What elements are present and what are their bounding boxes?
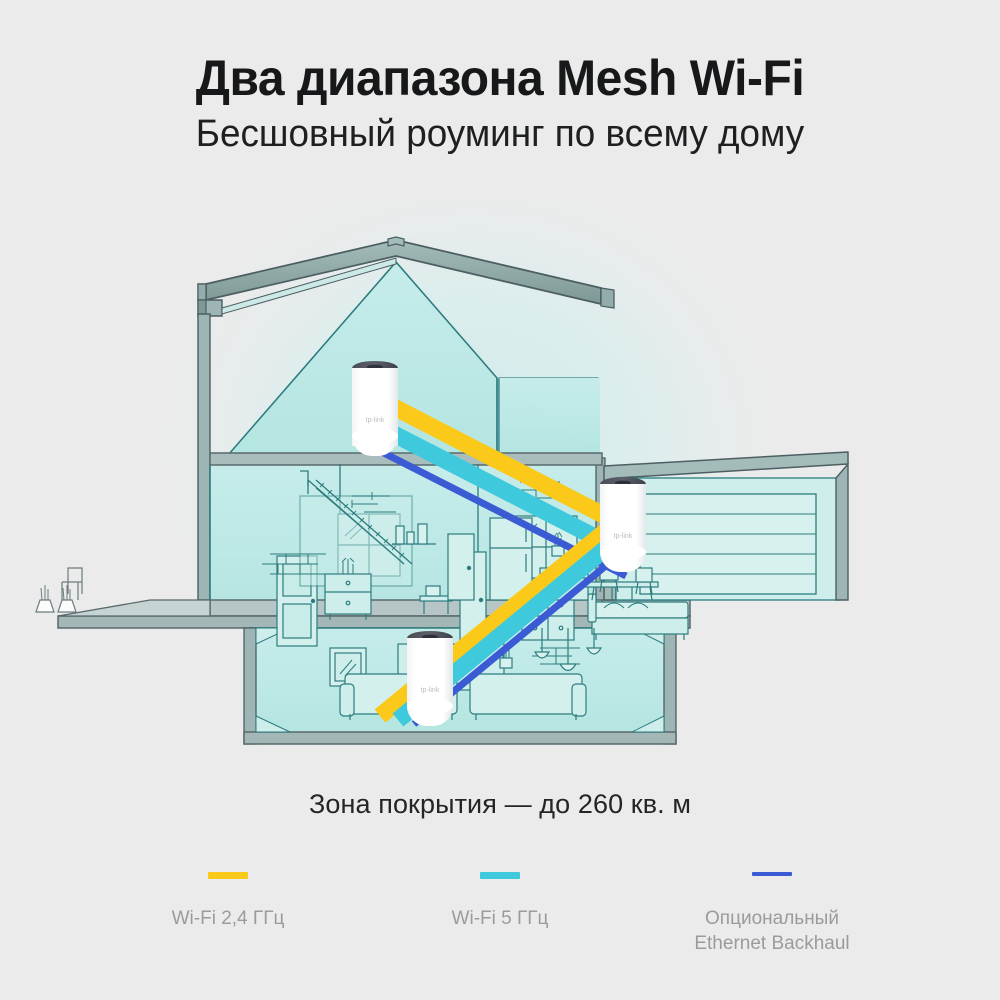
main-door (447, 533, 475, 601)
mesh-unit-basement[interactable]: tp-link (407, 631, 453, 726)
coverage-caption: Зона покрытия — до 260 кв. м (308, 789, 692, 819)
bed (587, 593, 689, 640)
roof (197, 236, 615, 601)
legend: Wi-Fi 2,4 ГГц Wi-Fi 5 ГГц Опциональный E… (0, 872, 1000, 982)
nightstand (324, 557, 372, 620)
deck-plants (35, 585, 77, 613)
side-deck (35, 567, 83, 613)
mesh-unit-attic[interactable]: tp-link (352, 361, 398, 456)
brick-pattern-upper (351, 492, 396, 513)
legend-swatch-wifi-24 (208, 872, 248, 879)
staircase (299, 470, 413, 587)
mesh-unit-main-logo: tp-link (614, 533, 633, 540)
legend-item-wifi-5: Wi-Fi 5 ГГц (364, 872, 636, 931)
page-title: Два диапазона Mesh Wi-Fi (195, 50, 805, 106)
legend-item-wifi-24: Wi-Fi 2,4 ГГц (92, 872, 364, 931)
mesh-unit-basement-logo: tp-link (421, 687, 440, 694)
deck-chair (61, 567, 83, 600)
attic-floor (221, 260, 600, 465)
house-cutaway-illustration: tp-link tp-link tp-link (0, 196, 1000, 766)
garage (603, 451, 849, 601)
sofa-right (469, 673, 587, 720)
legend-swatch-wifi-5 (480, 872, 520, 879)
header: Два диапазона Mesh Wi-Fi Бесшовный роуми… (0, 0, 1000, 154)
mesh-unit-main[interactable]: tp-link (600, 477, 646, 572)
legend-label-wifi-5: Wi-Fi 5 ГГц (451, 908, 549, 929)
legend-label-wifi-24: Wi-Fi 2,4 ГГц (171, 908, 285, 929)
legend-item-ethernet: Опциональный Ethernet Backhaul (636, 872, 908, 957)
legend-label-ethernet: Опциональный Ethernet Backhaul (694, 908, 850, 955)
brick-pattern-lower (262, 553, 326, 575)
main-floor-furniture (262, 470, 659, 620)
pendant-lamps (533, 628, 603, 672)
beam-2.4ghz-attic-to-main (388, 398, 644, 542)
garage-door (639, 493, 817, 595)
page-subtitle: Бесшовный роуминг по всему дому (195, 113, 805, 155)
legend-swatch-ethernet (752, 872, 792, 876)
shelf-books (392, 523, 436, 545)
mesh-unit-attic-logo: tp-link (366, 417, 385, 424)
